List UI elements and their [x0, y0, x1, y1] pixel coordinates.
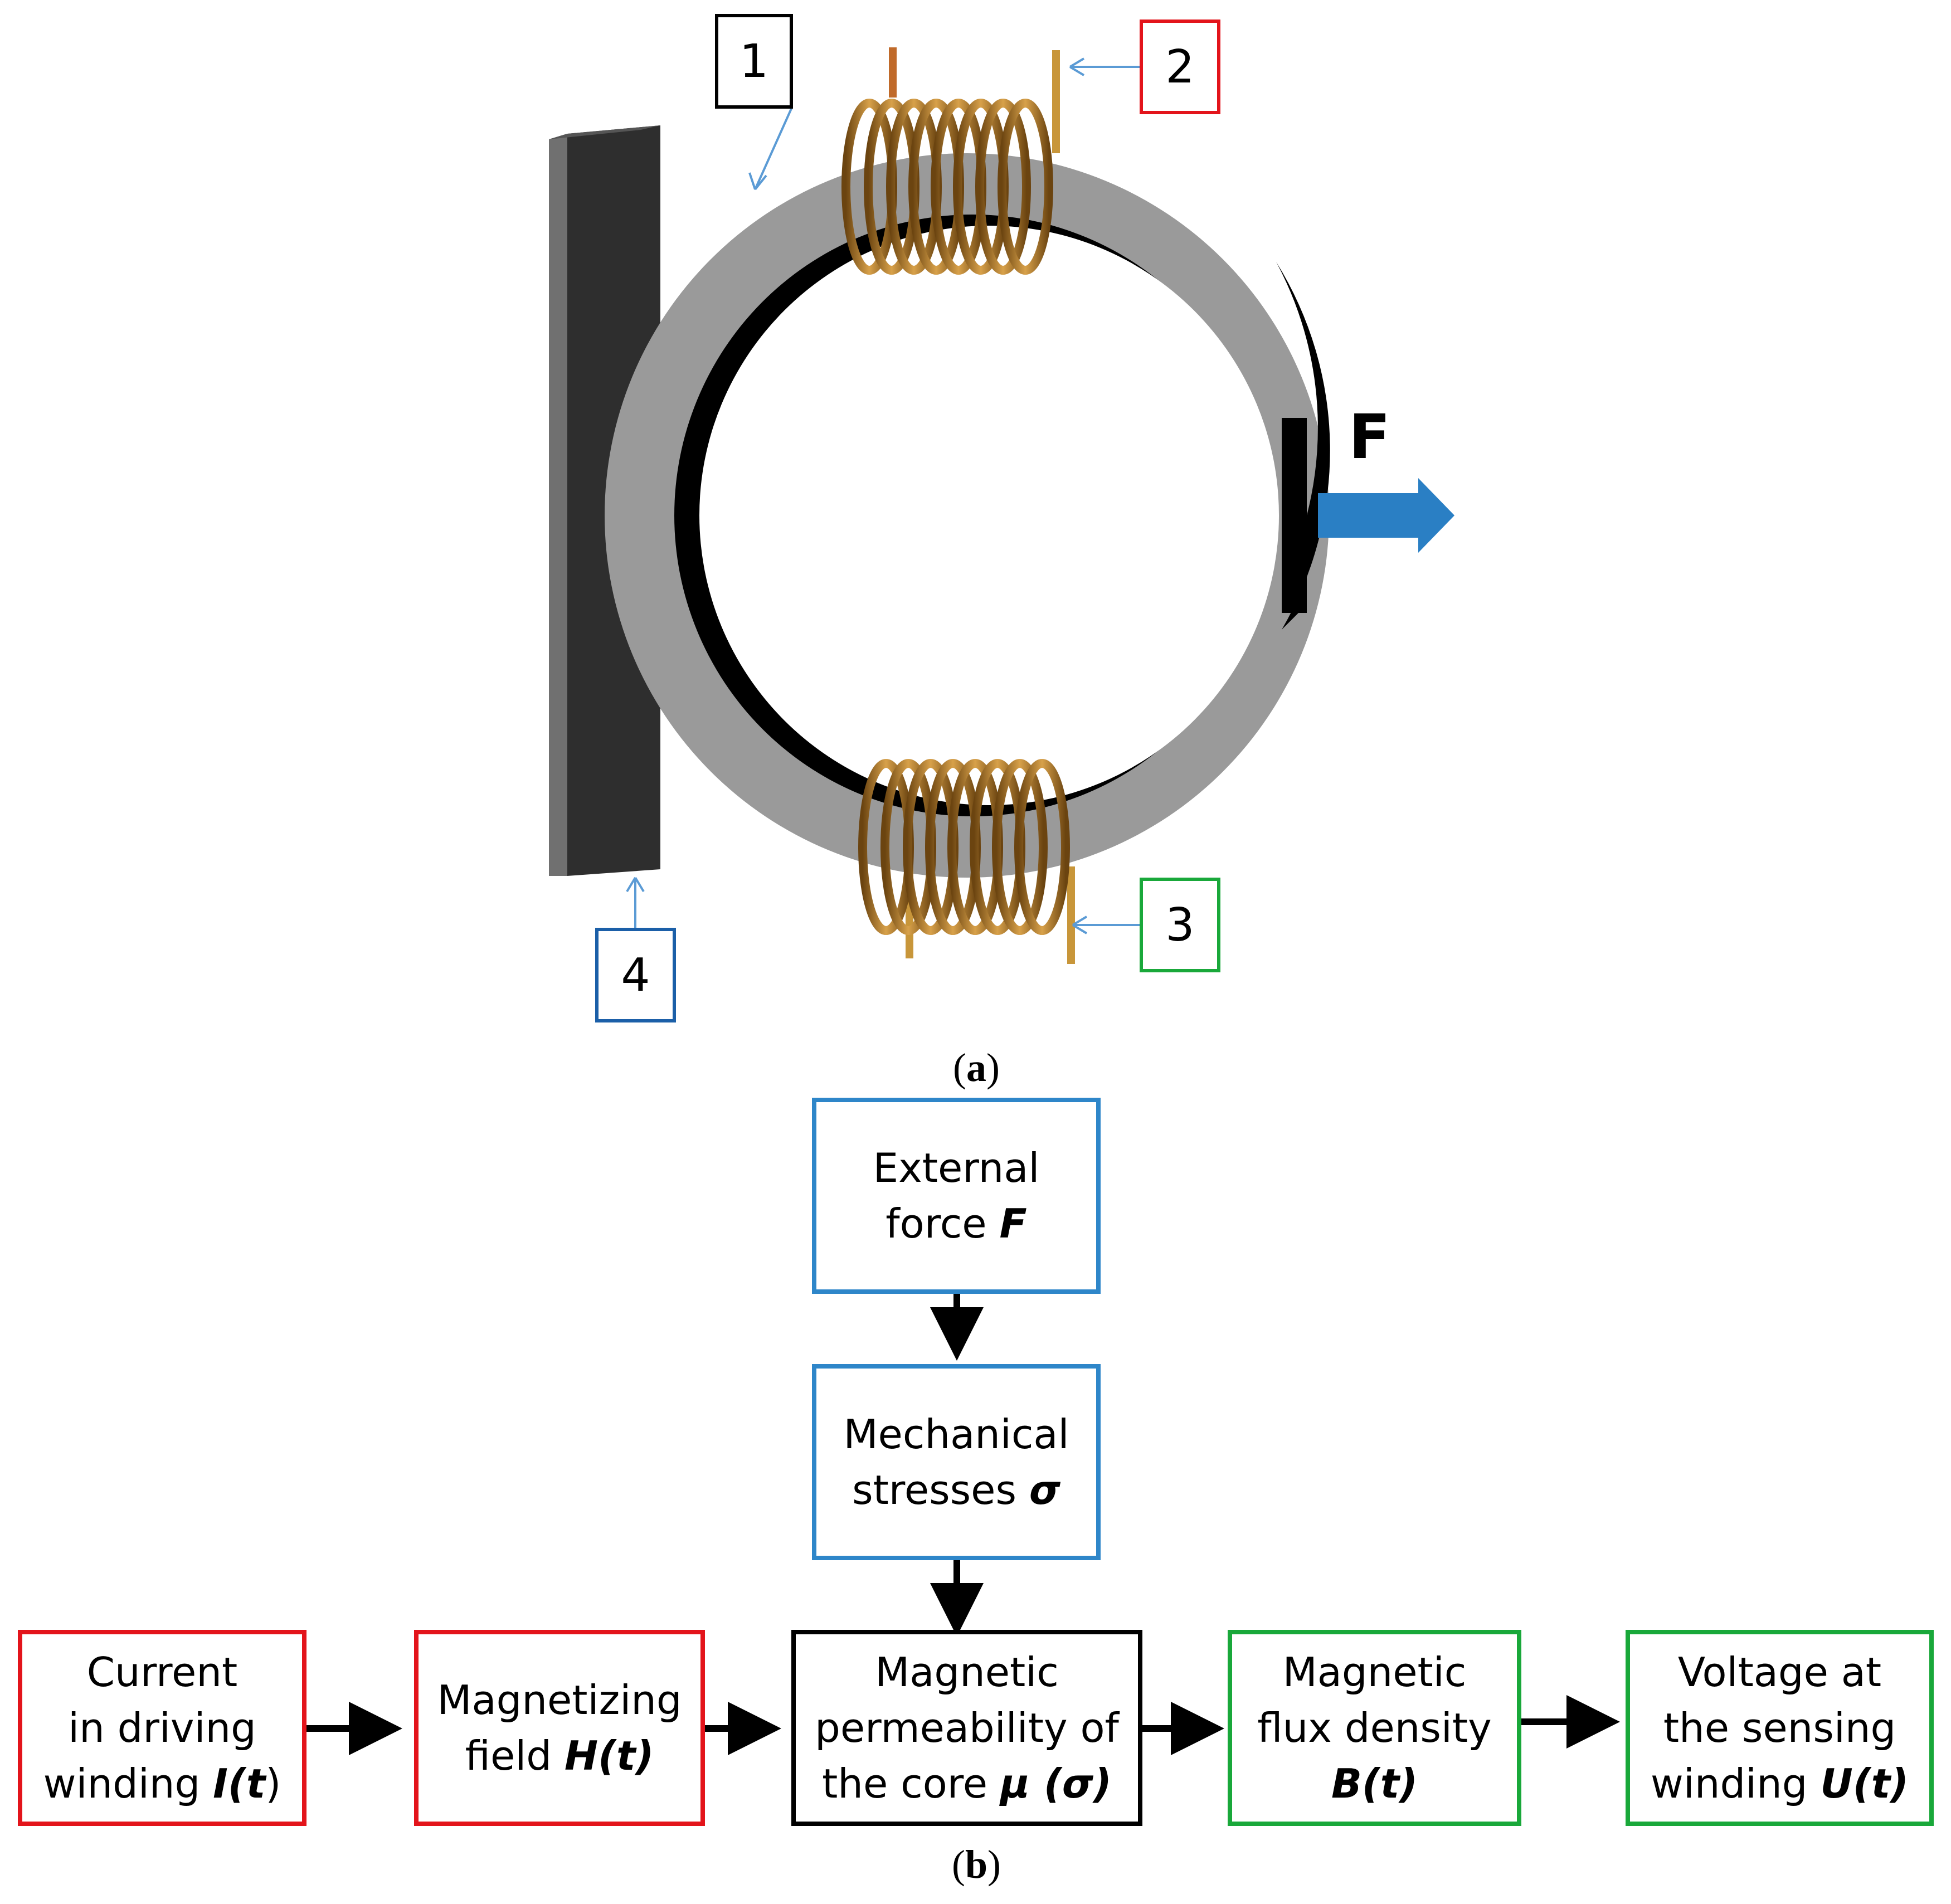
toroidal-core — [605, 153, 1330, 878]
callout-4: 4 — [595, 928, 676, 1022]
force-label: F — [1349, 401, 1391, 473]
magnetizing-field-box: Magnetizing field H(t) — [414, 1630, 705, 1826]
external-force-box: External force F — [812, 1098, 1101, 1294]
callout-2: 2 — [1140, 20, 1220, 114]
flow-arrows — [306, 1294, 1620, 1755]
callout-1: 1 — [715, 14, 793, 109]
caption-b: (b) — [951, 1842, 1001, 1887]
sensing-winding-coil — [858, 759, 1075, 964]
force-arrow — [1318, 478, 1454, 553]
magnetic-flux-density-box: Magnetic flux density B(t) — [1228, 1630, 1521, 1826]
caption-a: (a) — [953, 1045, 1000, 1090]
driving-winding-coil — [841, 47, 1060, 275]
magnetic-permeability-box: Magnetic permeability of the core μ (σ) — [791, 1630, 1142, 1826]
mechanical-stresses-box: Mechanical stresses σ — [812, 1364, 1101, 1560]
callout-3: 3 — [1140, 878, 1220, 972]
voltage-sensing-winding-box: Voltage at the sensing winding U(t) — [1626, 1630, 1934, 1826]
callout-leaders — [626, 57, 1140, 934]
current-driving-winding-box: Current in driving winding I(t) — [18, 1630, 306, 1826]
